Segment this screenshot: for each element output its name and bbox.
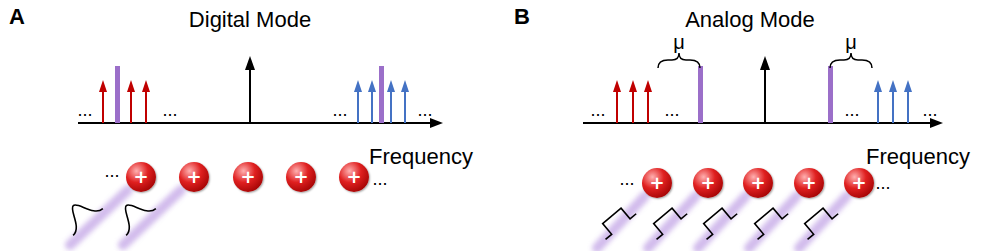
ion-sphere: + [693, 168, 723, 198]
ion-sphere: + [126, 162, 156, 192]
carrier-arrow [764, 68, 766, 123]
red-sideband-arrowhead [629, 80, 637, 92]
ion-sphere: + [794, 168, 824, 198]
red-sideband-arrowhead [142, 80, 150, 92]
laser-beam [70, 190, 128, 245]
detuning-symbol: μ [673, 31, 685, 53]
laser-beam [749, 196, 797, 248]
ellipsis: ... [77, 101, 92, 121]
blue-sideband-arrowhead [354, 80, 362, 92]
ion-charge: + [186, 168, 201, 186]
red-sideband-arrowhead [127, 80, 135, 92]
ion-charge: + [750, 174, 765, 192]
square-pulse [698, 203, 738, 239]
ion-charge: + [851, 174, 866, 192]
panel-letter: A [9, 5, 25, 29]
ion-charge: + [346, 168, 361, 186]
drive-tone-bar [115, 66, 120, 123]
laser-beam [799, 196, 847, 248]
ion-charge: + [649, 174, 664, 192]
ellipsis: ... [332, 101, 347, 121]
ion-sphere: + [179, 162, 209, 192]
ellipsis: ... [922, 101, 937, 121]
blue-sideband-arrow [892, 90, 894, 123]
drive-tone-bar [379, 66, 384, 123]
blue-sideband-arrow [390, 90, 392, 123]
panel-title: Digital Mode [189, 8, 311, 32]
detuning-symbol: μ [845, 31, 857, 53]
red-sideband-arrow [102, 90, 104, 123]
blue-sideband-arrowhead [387, 80, 395, 92]
ion-sphere: + [339, 162, 369, 192]
ion-sphere: + [642, 168, 672, 198]
ellipsis: ... [372, 170, 387, 190]
carrier-arrowhead [760, 56, 770, 70]
blue-sideband-arrowhead [401, 80, 409, 92]
axis-label: Frequency [866, 145, 970, 169]
laser-beam [123, 190, 181, 245]
drive-tone-bar [828, 66, 833, 123]
ion-charge: + [133, 168, 148, 186]
blue-sideband-arrow [371, 90, 373, 123]
red-sideband-arrowhead [644, 80, 652, 92]
red-sideband-arrowhead [99, 80, 107, 92]
ion-charge: + [801, 174, 816, 192]
ion-sphere: + [743, 168, 773, 198]
blue-sideband-arrowhead [368, 80, 376, 92]
axis-label: Frequency [369, 145, 473, 169]
gaussian-pulse [111, 192, 155, 235]
ellipsis: ... [664, 101, 679, 121]
ion-sphere: + [233, 162, 263, 192]
ellipsis: ... [162, 101, 177, 121]
red-sideband-arrow [130, 90, 132, 123]
blue-sideband-arrow [877, 90, 879, 123]
ion-charge: + [700, 174, 715, 192]
ellipsis: ... [844, 101, 859, 121]
panel-title: Analog Mode [685, 8, 815, 32]
panel-letter: B [514, 5, 530, 29]
frequency-axis [583, 122, 932, 124]
ion-charge: + [240, 168, 255, 186]
blue-sideband-arrow [357, 90, 359, 123]
blue-sideband-arrowhead [904, 80, 912, 92]
ellipsis: ... [619, 170, 634, 190]
square-pulse [749, 203, 789, 239]
ellipsis: ... [417, 101, 432, 121]
red-sideband-arrow [647, 90, 649, 123]
detuning-brace [658, 53, 700, 68]
carrier-arrow [249, 68, 251, 123]
red-sideband-arrowhead [613, 80, 621, 92]
red-sideband-arrow [616, 90, 618, 123]
laser-beam [698, 196, 746, 248]
ion-charge: + [293, 168, 308, 186]
ellipsis: ... [590, 101, 605, 121]
carrier-arrowhead [245, 56, 255, 70]
blue-sideband-arrowhead [889, 80, 897, 92]
square-pulse [597, 203, 637, 239]
square-pulse [648, 203, 688, 239]
ion-sphere: + [844, 168, 874, 198]
detuning-brace [830, 53, 872, 68]
ion-sphere: + [286, 162, 316, 192]
laser-beam [597, 196, 645, 248]
red-sideband-arrow [145, 90, 147, 123]
laser-beam [648, 196, 696, 248]
ellipsis: ... [875, 174, 890, 194]
drive-tone-bar [698, 66, 703, 123]
gaussian-pulse [58, 192, 102, 235]
blue-sideband-arrowhead [874, 80, 882, 92]
ellipsis: ... [104, 162, 119, 182]
blue-sideband-arrow [404, 90, 406, 123]
red-sideband-arrow [632, 90, 634, 123]
blue-sideband-arrow [907, 90, 909, 123]
square-pulse [799, 203, 839, 239]
